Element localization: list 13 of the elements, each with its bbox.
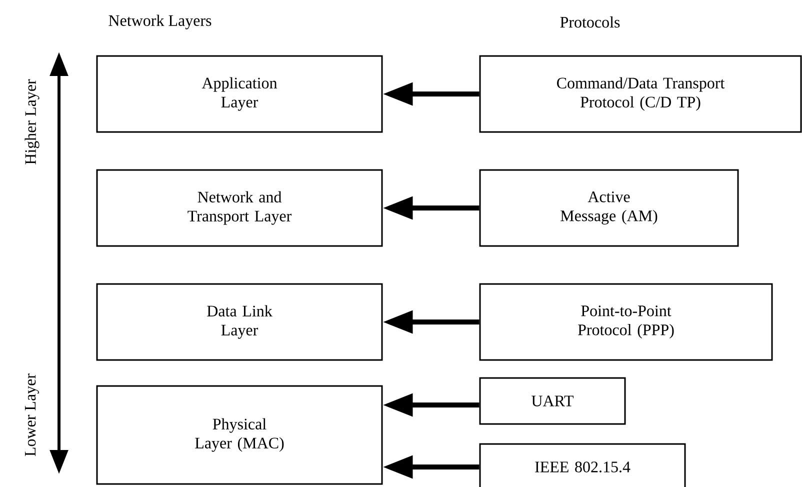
layer-box: Application Layer	[96, 55, 383, 133]
axis-label: Network Layers	[108, 14, 212, 30]
protocol-box: Point-to-Point Protocol (PPP)	[479, 283, 773, 361]
axis-label: Lower Layer	[25, 374, 39, 456]
layer-box: Physical Layer (MAC)	[96, 385, 383, 485]
protocol-box: Active Message (AM)	[479, 169, 739, 247]
protocol-box: IEEE 802.15.4	[479, 443, 686, 487]
protocol-box: UART	[479, 377, 626, 425]
axis-label: Higher Layer	[24, 79, 40, 164]
protocol-box: Command/Data Transport Protocol (C/D TP)	[479, 55, 802, 133]
axis-label: Protocols	[560, 16, 620, 28]
layer-box: Network and Transport Layer	[96, 169, 383, 247]
layer-box: Data Link Layer	[96, 283, 383, 361]
